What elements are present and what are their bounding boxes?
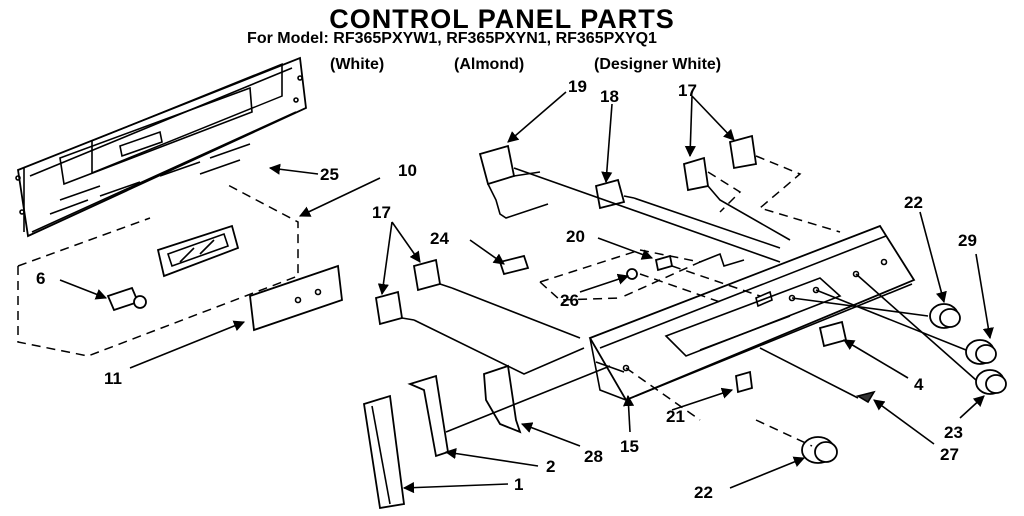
part-24-bracket [498,254,530,276]
part-15-control-panel [588,224,916,402]
part-21-clip [735,370,753,394]
part-4-switch [818,320,848,348]
callout-20: 20 [566,227,585,246]
callout-23: 23 [944,423,963,442]
part-1-end-cap [362,394,406,510]
leader-arrows [59,91,994,494]
callout-17-left: 17 [372,203,391,222]
variant-white: (White) [330,56,385,73]
part-19-sensor [478,144,549,219]
callout-17-right: 17 [678,81,697,100]
callout-22-upper: 22 [904,193,923,212]
part-17-switch-left-pair [374,258,453,326]
dashed-assembly-outline [17,183,703,357]
part-27-knob-insert [855,390,876,404]
variant-almond: (Almond) [454,56,525,73]
knob-22-upper [929,303,961,329]
callout-6: 6 [36,269,45,288]
callout-4: 4 [914,375,924,394]
knob-23 [975,369,1007,395]
callout-labels: 25 10 6 11 17 24 19 18 17 20 26 22 29 4 … [36,77,977,502]
callout-10: 10 [398,161,417,180]
part-6-clip [106,286,147,312]
part-20-and-26 [626,254,674,280]
callout-22-lower: 22 [694,483,713,502]
callout-19: 19 [568,77,587,96]
variant-designer-white: (Designer White) [594,56,722,73]
part-28-bracket [483,364,522,434]
callout-24: 24 [430,229,449,248]
callout-18: 18 [600,87,619,106]
part-10-switch-housing [156,224,240,278]
callout-15: 15 [620,437,639,456]
diagram-title: CONTROL PANEL PARTS [329,4,675,34]
callout-26: 26 [560,291,579,310]
knob-29 [965,339,997,365]
part-2-end-cap [407,374,450,458]
knob-22-lower [801,436,838,464]
callout-25: 25 [320,165,339,184]
callout-29: 29 [958,231,977,250]
callout-28: 28 [584,447,603,466]
part-17-switch-right-pair [682,134,758,192]
part-11-overlay-plate [249,264,343,332]
callout-27: 27 [940,445,959,464]
callout-21: 21 [666,407,685,426]
callout-1: 1 [514,475,523,494]
part-25-backguard-panel [15,56,307,238]
callout-11: 11 [104,369,122,388]
wiring-lines [413,155,977,447]
callout-2: 2 [546,457,555,476]
model-line: For Model: RF365PXYW1, RF365PXYN1, RF365… [247,30,657,47]
